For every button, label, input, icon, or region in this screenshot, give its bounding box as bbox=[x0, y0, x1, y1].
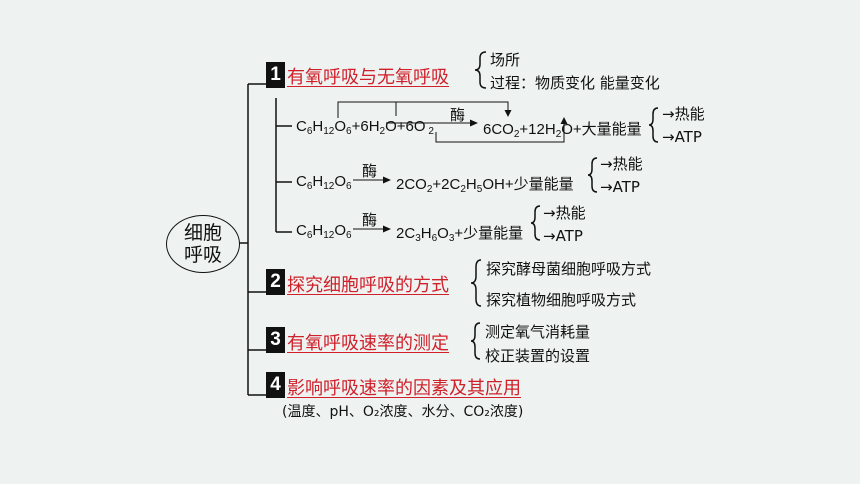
equation-2-output-heat: →热能 bbox=[600, 155, 643, 173]
equation-1-products: 6CO2+12H2O+大量能量 bbox=[483, 121, 642, 140]
section-2-item-plant: 探究植物细胞呼吸方式 bbox=[486, 291, 637, 309]
section-3-item-calibration: 校正装置的设置 bbox=[485, 347, 591, 365]
section-1-title: 有氧呼吸与无氧呼吸 bbox=[287, 67, 449, 88]
equation-1-enzyme: 酶 bbox=[450, 106, 466, 124]
equation-3-output-heat: →热能 bbox=[543, 204, 586, 222]
section-1-item-location: 场所 bbox=[490, 51, 521, 69]
root-node-cell-respiration: 细胞 呼吸 bbox=[166, 215, 240, 273]
section-2-title: 探究细胞呼吸的方式 bbox=[287, 275, 449, 296]
equation-2-output-atp: →ATP bbox=[600, 178, 640, 196]
section-4-factors-note: (温度、pH、O₂浓度、水分、CO₂浓度) bbox=[282, 404, 524, 420]
section-2-item-yeast: 探究酵母菌细胞呼吸方式 bbox=[486, 260, 652, 278]
equation-2-products: 2CO2+2C2H5OH+少量能量 bbox=[396, 176, 574, 195]
equation-3-products: 2C3H6O3+少量能量 bbox=[396, 225, 524, 244]
equation-1-output-heat: →热能 bbox=[662, 105, 705, 123]
equation-2-enzyme: 酶 bbox=[362, 162, 378, 180]
equation-3-output-atp: →ATP bbox=[543, 227, 583, 245]
section-1-item-process: 过程：物质变化 能量变化 bbox=[490, 74, 660, 92]
section-4-title: 影响呼吸速率的因素及其应用 bbox=[287, 378, 521, 399]
root-label-line1: 细胞 bbox=[183, 222, 222, 244]
section-3-item-oxygen: 测定氧气消耗量 bbox=[485, 323, 591, 341]
equation-3-reactants: C6H12O6 bbox=[296, 222, 352, 241]
section-3-title: 有氧呼吸速率的测定 bbox=[287, 333, 449, 354]
equation-1-output-atp: →ATP bbox=[662, 128, 702, 146]
section-1-number: 1 bbox=[266, 62, 285, 88]
section-2-number: 2 bbox=[266, 269, 285, 295]
root-label-line2: 呼吸 bbox=[183, 244, 222, 266]
equation-2-reactants: C6H12O6 bbox=[296, 173, 352, 192]
section-3-number: 3 bbox=[266, 327, 285, 353]
equation-1-reactants: C6H12O6+6H2O+6O 2 bbox=[296, 118, 434, 137]
equation-3-enzyme: 酶 bbox=[362, 211, 378, 229]
section-4-number: 4 bbox=[266, 372, 285, 398]
